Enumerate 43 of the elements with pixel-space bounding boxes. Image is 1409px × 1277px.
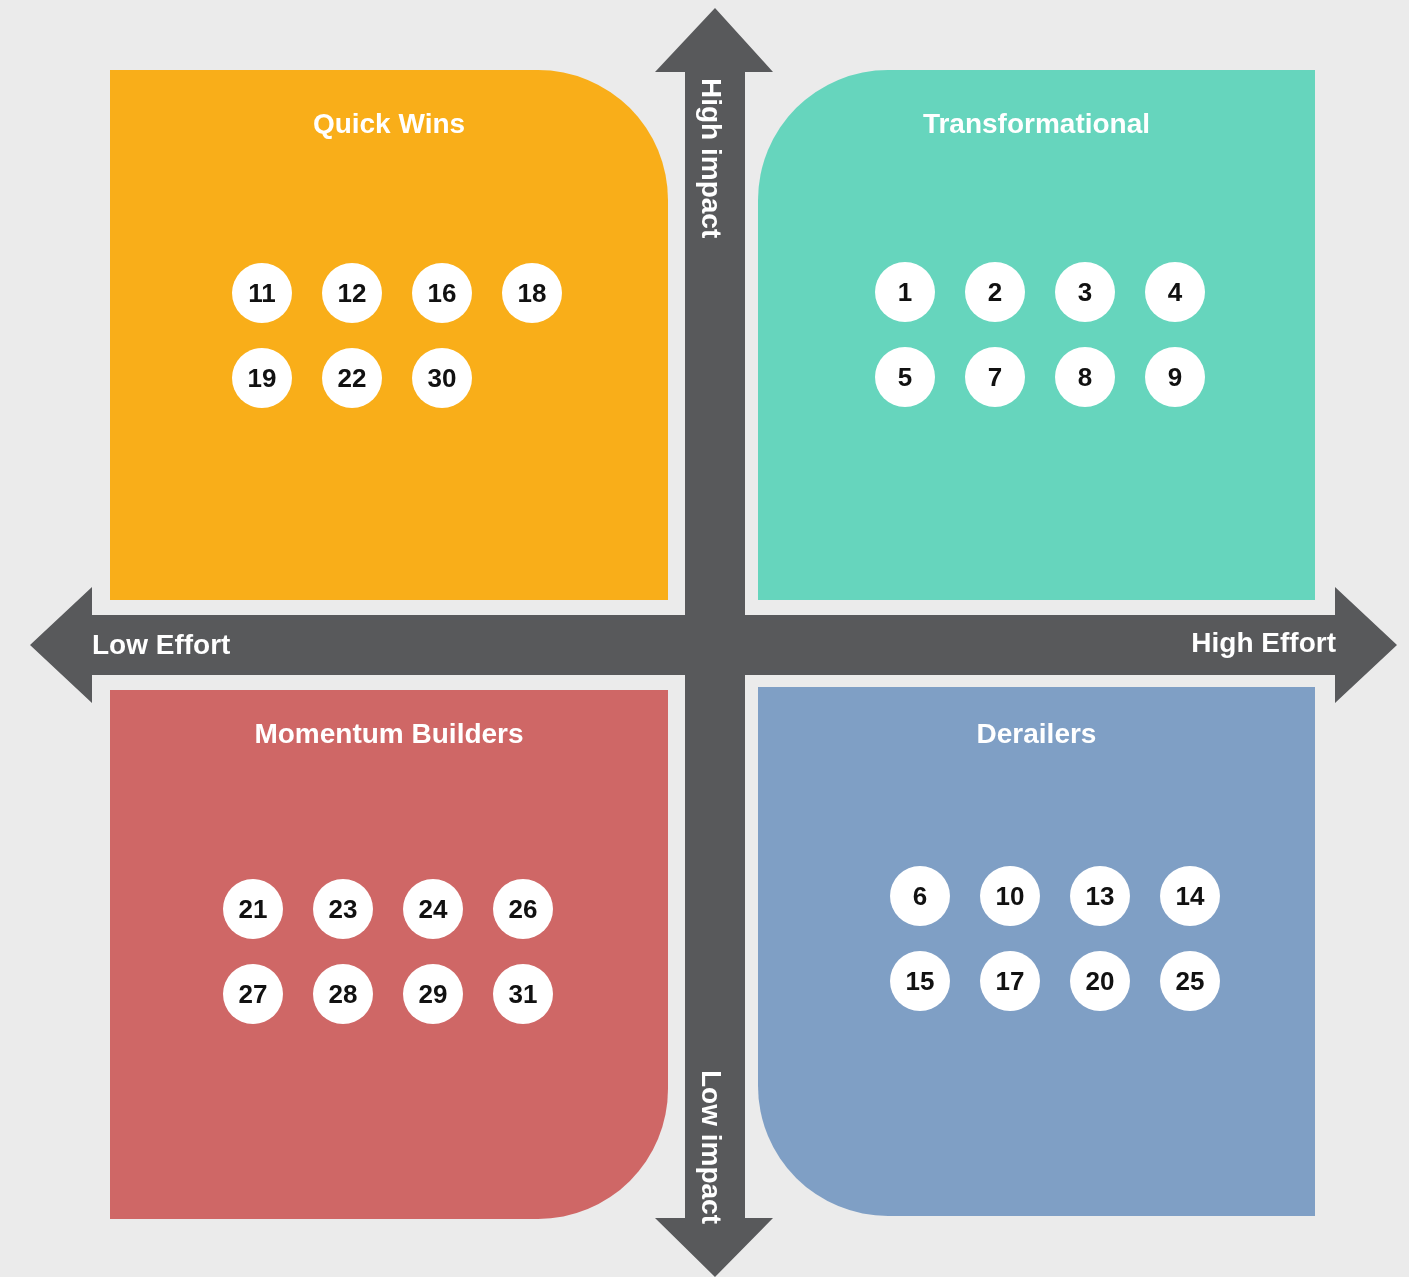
number-circle: 29 [403,964,463,1024]
axis-label: High impact [697,78,725,239]
number-circle: 22 [322,348,382,408]
number-circle: 8 [1055,347,1115,407]
number-circle: 7 [965,347,1025,407]
axis-label: Low impact [697,1070,725,1224]
number-circle: 18 [502,263,562,323]
number-circle: 5 [875,347,935,407]
axis-label: High Effort [1191,629,1336,657]
number-circle: 16 [412,263,472,323]
number-circle: 12 [322,263,382,323]
quadrant-title: Derailers [976,718,1097,750]
number-circle: 10 [980,866,1040,926]
number-circle: 9 [1145,347,1205,407]
number-circle: 17 [980,951,1040,1011]
quadrant-title: Quick Wins [312,108,466,140]
quadrant-panel [110,690,668,1219]
number-circle: 3 [1055,262,1115,322]
number-circle: 1 [875,262,935,322]
number-circle: 28 [313,964,373,1024]
quadrant-panel [758,687,1315,1216]
number-circle: 23 [313,879,373,939]
number-circle: 25 [1160,951,1220,1011]
quadrant-title: Momentum Builders [254,718,524,750]
number-circle: 21 [223,879,283,939]
number-circle: 31 [493,964,553,1024]
number-circle: 20 [1070,951,1130,1011]
number-circle: 26 [493,879,553,939]
quadrant-title: Transformational [922,108,1151,140]
number-circle: 24 [403,879,463,939]
number-circle: 19 [232,348,292,408]
axis-label: Low Effort [92,631,231,659]
number-circle: 30 [412,348,472,408]
number-circle: 2 [965,262,1025,322]
number-circle: 6 [890,866,950,926]
number-circle: 11 [232,263,292,323]
quadrant-panel [758,70,1315,600]
number-circle: 27 [223,964,283,1024]
number-circle: 15 [890,951,950,1011]
number-circle: 13 [1070,866,1130,926]
number-circle: 4 [1145,262,1205,322]
quadrant-panel [110,70,668,600]
number-circle: 14 [1160,866,1220,926]
